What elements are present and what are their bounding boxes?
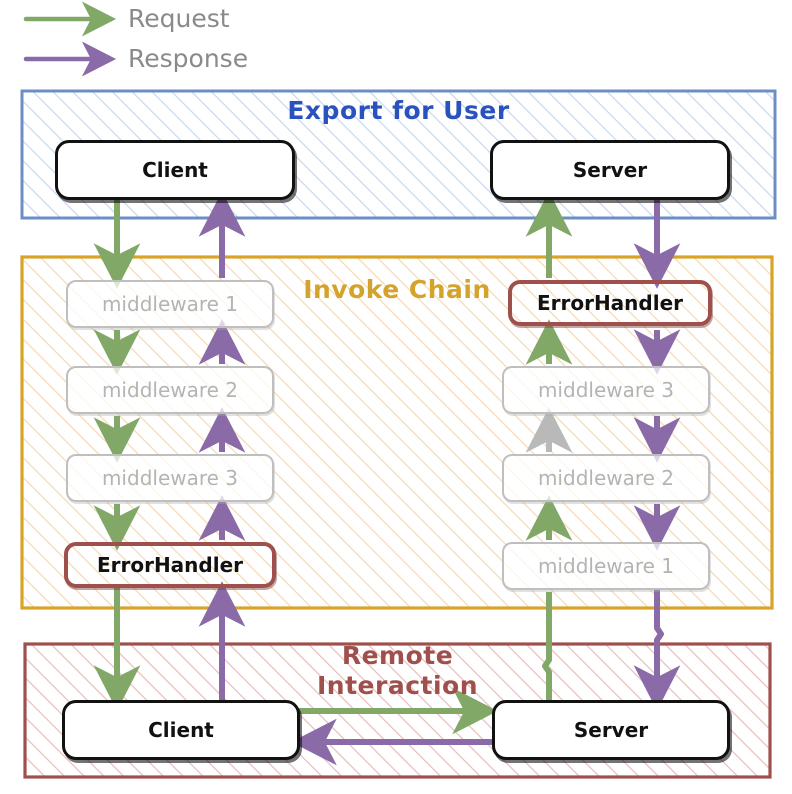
- node-right-middleware-1[interactable]: middleware 1: [502, 542, 710, 590]
- node-left-middleware-1[interactable]: middleware 1: [66, 280, 274, 328]
- node-label: Client: [142, 158, 208, 182]
- section-invoke-chain: Invoke Chain: [22, 257, 772, 608]
- node-label: middleware 1: [101, 292, 239, 316]
- node-label: Server: [573, 718, 649, 742]
- node-left-middleware-3[interactable]: middleware 3: [66, 454, 274, 502]
- section-title-remote-interaction-line1: Remote: [341, 641, 454, 670]
- node-export-client[interactable]: Client: [55, 140, 295, 200]
- legend-label-request: Request: [128, 4, 230, 33]
- arrow-request-remote-server-to-mw1: [542, 592, 552, 700]
- section-remote-interaction: Remote Interaction: [25, 641, 770, 777]
- node-left-middleware-2[interactable]: middleware 2: [66, 366, 274, 414]
- arrow-response-right-mw1-to-remote-server: [633, 588, 681, 711]
- node-remote-server[interactable]: Server: [492, 700, 730, 760]
- node-label: middleware 3: [101, 466, 239, 490]
- node-label: Client: [148, 718, 214, 742]
- node-label: middleware 1: [537, 554, 675, 578]
- node-right-middleware-3[interactable]: middleware 3: [502, 366, 710, 414]
- node-label: Server: [572, 158, 648, 182]
- node-right-errorhandler[interactable]: ErrorHandler: [508, 280, 712, 326]
- node-remote-client[interactable]: Client: [62, 700, 300, 760]
- node-label: middleware 2: [101, 378, 239, 402]
- node-label: middleware 2: [537, 466, 675, 490]
- node-export-server[interactable]: Server: [490, 140, 730, 200]
- section-export-for-user: Export for User: [22, 91, 775, 218]
- node-right-middleware-2[interactable]: middleware 2: [502, 454, 710, 502]
- node-label: middleware 3: [537, 378, 675, 402]
- node-left-errorhandler[interactable]: ErrorHandler: [64, 542, 276, 588]
- section-title-invoke-chain: Invoke Chain: [303, 275, 491, 304]
- section-title-export-for-user: Export for User: [287, 96, 510, 125]
- legend-label-response: Response: [128, 44, 249, 73]
- section-title-remote-interaction-line2: Interaction: [316, 671, 479, 700]
- node-label: ErrorHandler: [96, 553, 244, 577]
- node-label: ErrorHandler: [536, 291, 684, 315]
